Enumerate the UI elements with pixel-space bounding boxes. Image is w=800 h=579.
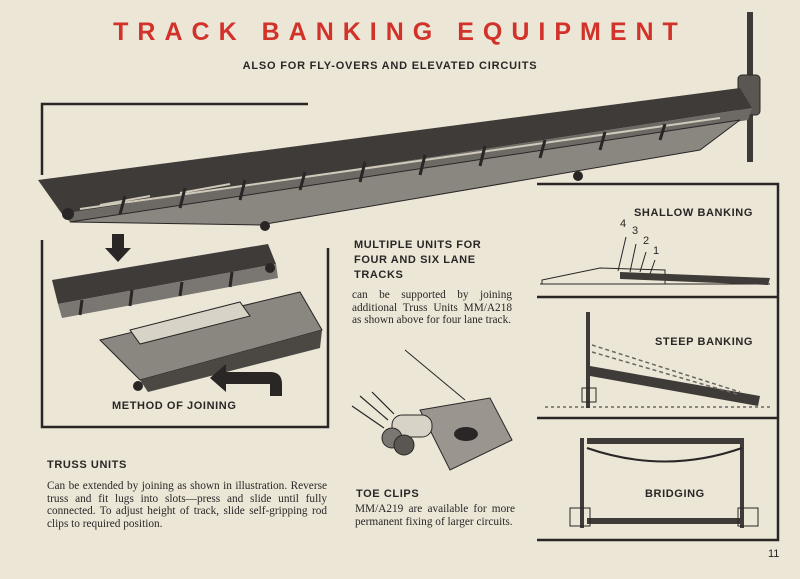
shallow-banking-diagram [540,236,770,285]
multiple-units-heading-line: FOUR AND SIX LANE [354,254,476,266]
steep-banking-diagram [545,312,770,408]
bridging-diagram [569,438,759,528]
multiple-units-heading-line: TRACKS [354,269,404,281]
toe-clips-heading: TOE CLIPS [356,488,420,500]
method-of-joining-label: METHOD OF JOINING [112,400,237,412]
truss-units-body: Can be extended by joining as shown in i… [47,480,327,530]
shallow-banking-label: SHALLOW BANKING [634,207,753,219]
down-arrow-icon [105,234,131,262]
toe-clips-body: MM/A219 are available for more permanent… [355,503,515,528]
bridging-label: BRIDGING [645,488,705,500]
banking-number: 2 [643,235,650,247]
steep-banking-label: STEEP BANKING [655,336,754,348]
toe-clip-illustration [351,349,513,471]
page-subtitle: ALSO FOR FLY-OVERS AND ELEVATED CIRCUITS [242,60,538,72]
joining-detail-illustration [52,244,323,396]
page-title: TRACK BANKING EQUIPMENT [113,18,687,46]
truss-units-heading: TRUSS UNITS [47,459,127,471]
banking-number: 1 [653,245,660,257]
main-truss-illustration [38,88,752,231]
multiple-units-heading-line: MULTIPLE UNITS FOR [354,239,482,251]
multiple-units-heading: MULTIPLE UNITS FOR FOUR AND SIX LANE TRA… [354,238,481,283]
page-number: 11 [768,548,780,560]
multiple-units-body: can be supported by joining additional T… [352,289,512,327]
banking-number: 4 [620,218,627,230]
banking-number: 3 [632,225,639,237]
frame-lines [40,102,780,542]
